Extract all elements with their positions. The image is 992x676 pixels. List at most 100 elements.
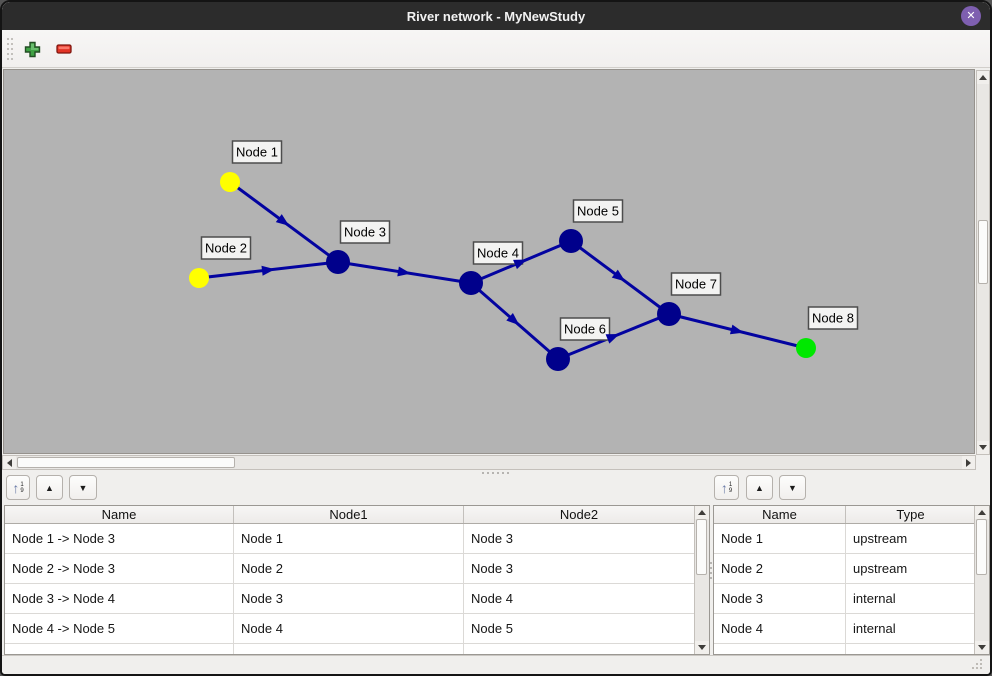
horizontal-splitter[interactable]	[2, 470, 990, 476]
status-bar	[2, 655, 990, 674]
node-label: Node 3	[344, 225, 386, 240]
down-arrow-icon	[978, 645, 986, 650]
resize-grip[interactable]	[972, 659, 984, 671]
network-node[interactable]	[657, 302, 681, 326]
canvas-vscroll-thumb[interactable]	[978, 220, 988, 284]
network-node[interactable]	[796, 338, 816, 358]
column-header[interactable]: Node2	[464, 506, 695, 523]
edges-table-scroll-thumb[interactable]	[696, 519, 707, 575]
table-cell[interactable]	[846, 644, 976, 654]
canvas-horizontal-scrollbar[interactable]	[2, 455, 976, 470]
node-label-box[interactable]	[339, 220, 391, 244]
node-label-box[interactable]	[559, 317, 611, 341]
table-row-empty[interactable]	[714, 644, 989, 654]
table-cell[interactable]: Node 4 -> Node 5	[5, 614, 234, 644]
column-header[interactable]: Name	[5, 506, 234, 523]
nodes-table-scrollbar[interactable]	[974, 506, 989, 654]
table-cell[interactable]	[714, 644, 846, 654]
table-cell[interactable]: Node 2 -> Node 3	[5, 554, 234, 584]
column-header[interactable]: Node1	[234, 506, 464, 523]
table-cell[interactable]: internal	[846, 614, 976, 644]
down-triangle-icon: ▼	[78, 482, 88, 493]
scroll-down-button[interactable]	[695, 641, 709, 654]
scroll-up-button[interactable]	[695, 506, 709, 519]
edges-move-up-button[interactable]: ▲	[36, 475, 63, 500]
network-node[interactable]	[559, 229, 583, 253]
scroll-left-button[interactable]	[3, 456, 16, 469]
table-cell[interactable]	[5, 644, 234, 654]
toolbar-drag-handle[interactable]	[7, 38, 15, 60]
table-row-empty[interactable]	[5, 644, 709, 654]
node-label-box[interactable]	[670, 272, 722, 296]
table-cell[interactable]	[234, 644, 464, 654]
table-cell[interactable]: Node 3	[464, 524, 695, 554]
nodes-move-down-button[interactable]: ▼	[779, 475, 806, 500]
network-node[interactable]	[220, 172, 240, 192]
edge-direction-arrow-icon	[605, 334, 620, 344]
remove-icon	[55, 44, 72, 54]
table-cell[interactable]: Node 4	[464, 584, 695, 614]
network-node[interactable]	[546, 347, 570, 371]
canvas-hscroll-thumb[interactable]	[17, 457, 235, 468]
column-header[interactable]: Type	[846, 506, 976, 523]
table-cell[interactable]: Node 1 -> Node 3	[5, 524, 234, 554]
table-cell[interactable]: internal	[846, 584, 976, 614]
node-label-box[interactable]	[572, 199, 624, 223]
network-node[interactable]	[459, 271, 483, 295]
edge-direction-arrow-icon	[611, 269, 626, 282]
table-cell[interactable]: Node 4	[234, 614, 464, 644]
scroll-down-button[interactable]	[975, 641, 989, 654]
nodes-move-up-button[interactable]: ▲	[746, 475, 773, 500]
table-cell[interactable]: upstream	[846, 554, 976, 584]
vertical-splitter[interactable]	[709, 562, 713, 592]
scroll-up-button[interactable]	[977, 71, 989, 84]
add-node-button[interactable]	[22, 39, 42, 59]
table-cell[interactable]: Node 1	[714, 524, 846, 554]
edges-move-down-button[interactable]: ▼	[69, 475, 97, 500]
scroll-down-button[interactable]	[977, 441, 989, 454]
node-label-box[interactable]	[472, 241, 524, 265]
table-cell[interactable]: Node 4	[714, 614, 846, 644]
remove-node-button[interactable]	[54, 39, 74, 59]
main-toolbar	[2, 30, 990, 68]
table-cell[interactable]: upstream	[846, 524, 976, 554]
scroll-up-button[interactable]	[975, 506, 989, 519]
table-cell[interactable]: Node 2	[714, 554, 846, 584]
table-cell[interactable]: Node 2	[234, 554, 464, 584]
column-header[interactable]: Name	[714, 506, 846, 523]
network-node[interactable]	[326, 250, 350, 274]
table-cell[interactable]: Node 3 -> Node 4	[5, 584, 234, 614]
table-cell[interactable]: Node 3	[464, 554, 695, 584]
down-arrow-icon	[979, 445, 987, 450]
table-cell[interactable]: Node 3	[714, 584, 846, 614]
close-button[interactable]: ✕	[961, 6, 981, 26]
left-arrow-icon	[7, 458, 12, 467]
nodes-table-scroll-thumb[interactable]	[976, 519, 987, 575]
node-label-box[interactable]	[200, 236, 252, 260]
node-label-box[interactable]	[807, 306, 859, 330]
network-node[interactable]	[189, 268, 209, 288]
edges-table-scrollbar[interactable]	[694, 506, 709, 654]
table-cell[interactable]: Node 3	[234, 584, 464, 614]
canvas-vertical-scrollbar[interactable]	[976, 70, 990, 455]
node-label: Node 5	[577, 204, 619, 219]
table-cell[interactable]: Node 5	[464, 614, 695, 644]
titlebar[interactable]: River network - MyNewStudy ✕	[2, 2, 990, 30]
node-label-box[interactable]	[231, 140, 283, 164]
scroll-right-button[interactable]	[962, 456, 975, 469]
table-cell[interactable]	[464, 644, 695, 654]
table-cell[interactable]: Node 1	[234, 524, 464, 554]
